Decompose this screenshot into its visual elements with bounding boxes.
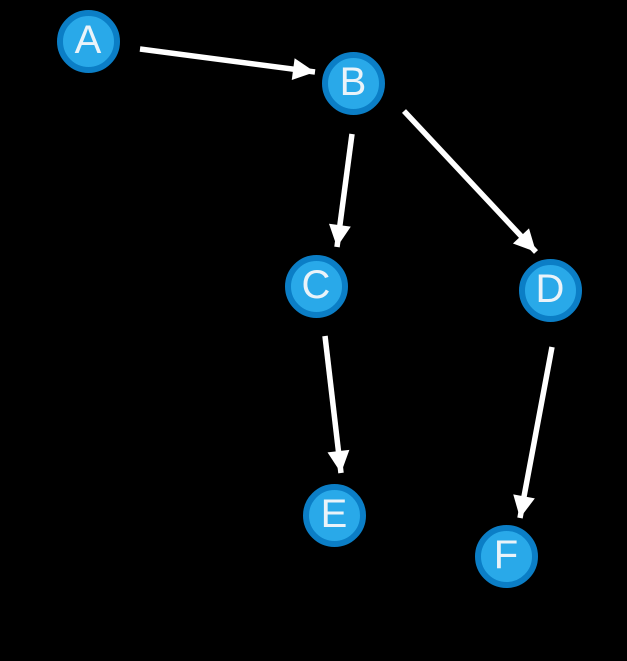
node-B[interactable]: B [321, 51, 385, 115]
edge-B-D [401, 109, 539, 254]
edge-B-C [328, 133, 355, 248]
node-label-C: C [301, 263, 331, 307]
node-label-A: A [74, 18, 102, 62]
node-label-F: F [493, 533, 519, 577]
edge-A-B [139, 46, 316, 81]
node-E[interactable]: E [302, 483, 366, 547]
node-A[interactable]: A [56, 9, 120, 73]
edge-C-E [322, 335, 350, 474]
node-F[interactable]: F [474, 524, 538, 588]
node-label-D: D [535, 267, 565, 311]
node-D[interactable]: D [518, 258, 582, 322]
node-C[interactable]: C [284, 254, 348, 318]
edge-D-F [513, 346, 555, 519]
node-label-B: B [339, 60, 367, 104]
node-label-E: E [320, 492, 348, 536]
